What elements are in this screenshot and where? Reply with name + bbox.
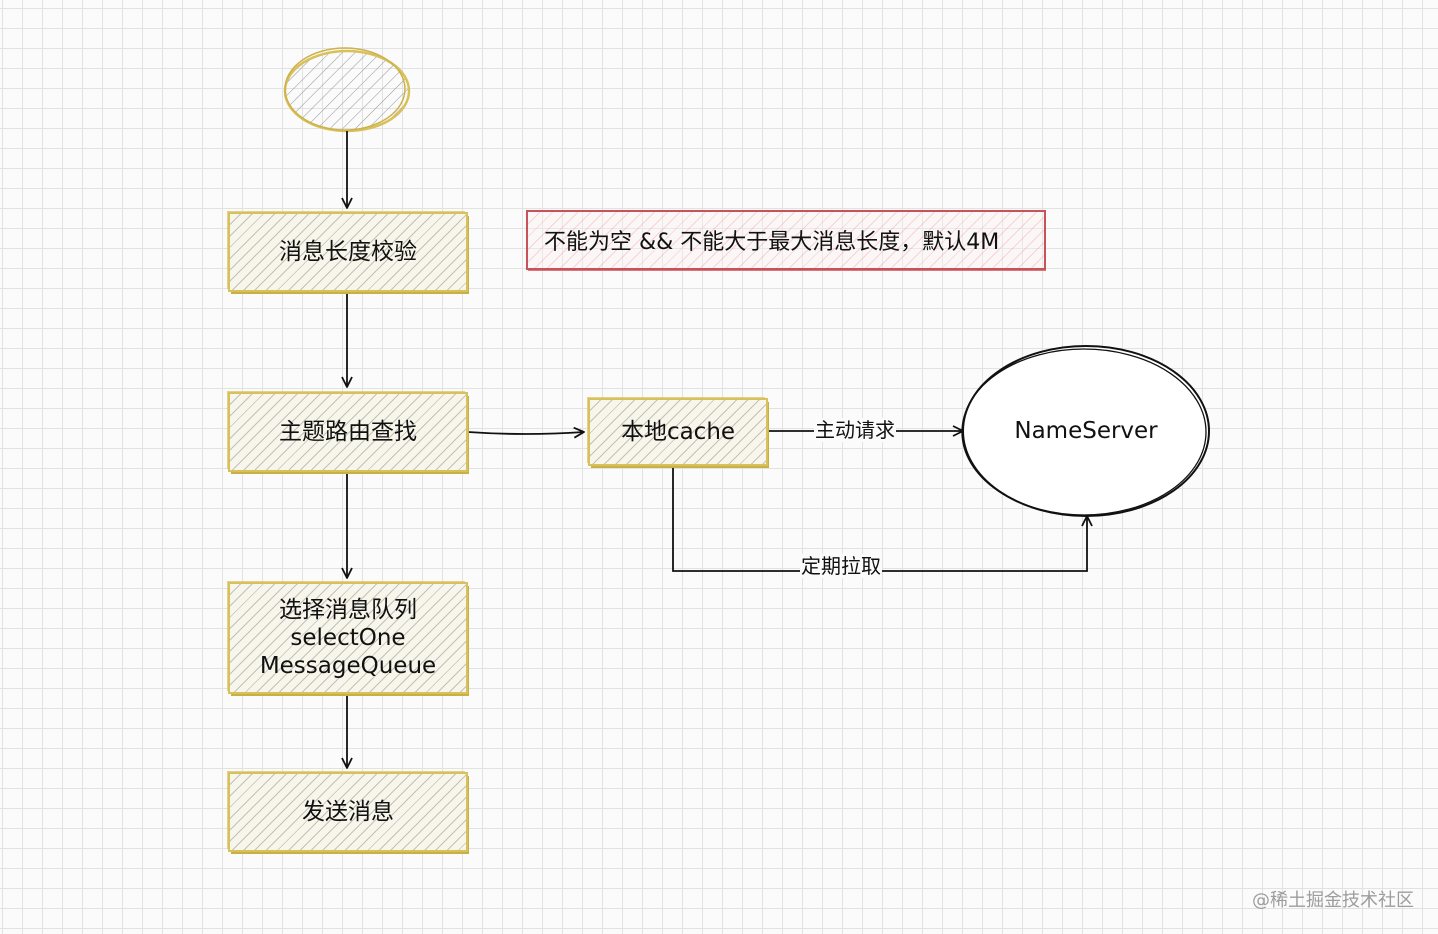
periodic-pull-label: 定期拉取 [800,554,882,578]
length-note-text: 不能为空 && 不能大于最大消息长度，默认4M [544,230,1000,255]
cache-node: 本地cache [588,398,768,466]
watermark: @稀土掘金技术社区 [1252,890,1414,911]
nameserver-node [961,345,1210,517]
nameserver-label-box: NameServer [962,345,1210,517]
check-node: 消息长度校验 [228,212,468,292]
send-node: 发送消息 [228,772,468,852]
select-queue-node: 选择消息队列 selectOne MessageQueue [228,582,468,694]
select-queue-line-3: MessageQueue [259,653,437,679]
active-request-label: 主动请求 [814,418,896,442]
arrow-route-to-cache [467,426,585,439]
route-node-label: 主题路由查找 [279,419,417,445]
select-queue-line-1: 选择消息队列 [279,597,417,623]
nameserver-label: NameServer [1014,418,1158,444]
cache-node-label: 本地cache [620,419,736,445]
route-node: 主题路由查找 [228,392,468,472]
length-note: 不能为空 && 不能大于最大消息长度，默认4M [526,210,1046,270]
start-node [283,47,411,133]
send-node-label: 发送消息 [302,799,394,825]
check-node-label: 消息长度校验 [279,239,417,265]
select-queue-line-2: selectOne [290,625,406,651]
